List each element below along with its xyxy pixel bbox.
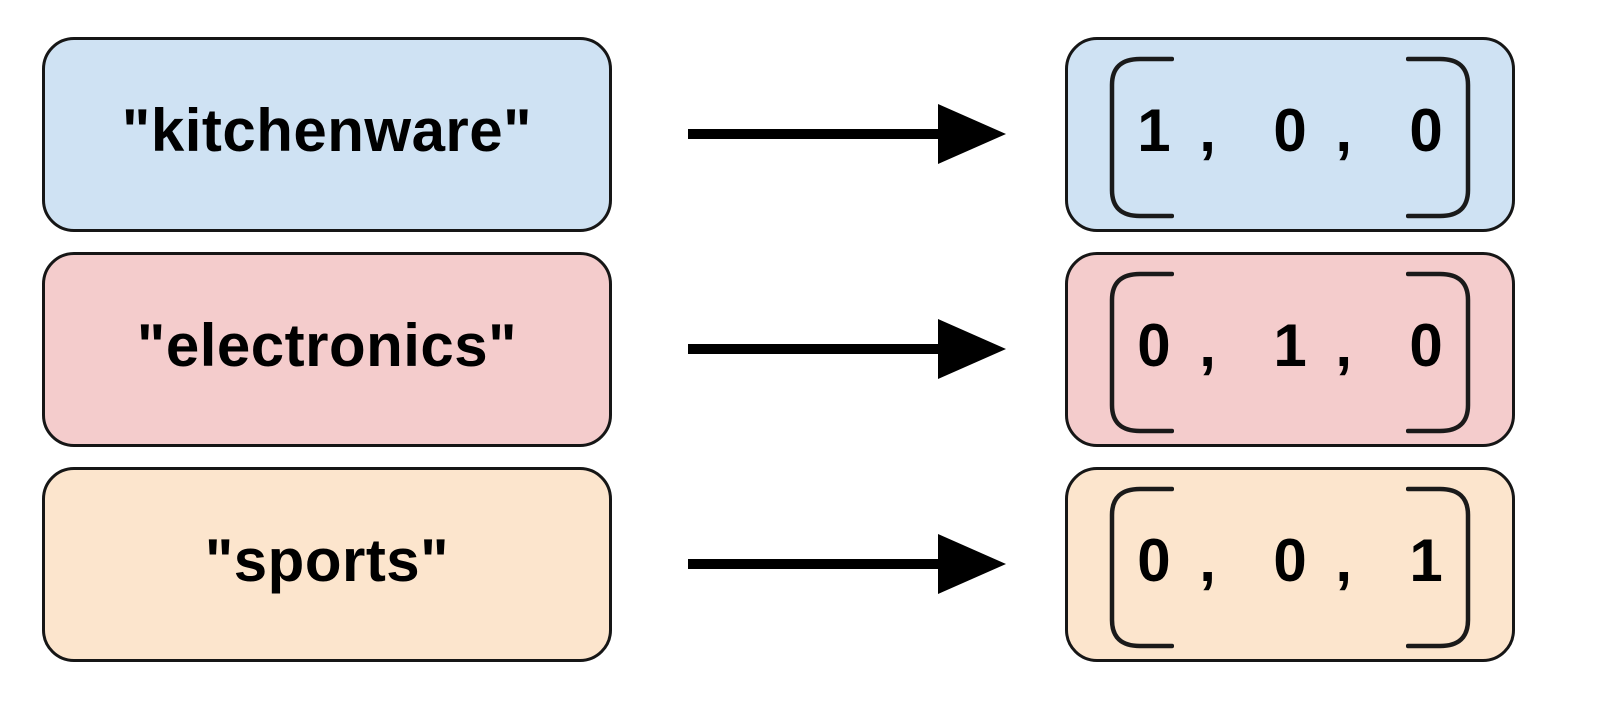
vector-box: 1 , 0 , 0 (1065, 37, 1515, 232)
vector-values: 0 , 1 , 0 (1137, 312, 1443, 379)
category-label-box: "sports" (42, 467, 612, 662)
left-bracket-icon (1109, 486, 1174, 649)
category-label: "kitchenware" (121, 97, 533, 164)
vector-box: 0 , 1 , 0 (1065, 252, 1515, 447)
vector-box: 0 , 0 , 1 (1065, 467, 1515, 662)
category-label-box: "kitchenware" (42, 37, 612, 232)
left-bracket-icon (1109, 271, 1174, 434)
vector-values: 1 , 0 , 0 (1137, 97, 1443, 164)
arrow-right-icon (688, 104, 1006, 164)
right-bracket-icon (1406, 56, 1471, 219)
left-bracket-icon (1109, 56, 1174, 219)
arrow-right-icon (688, 534, 1006, 594)
right-bracket-icon (1406, 271, 1471, 434)
encoding-row: "electronics" 0 , 1 , 0 (0, 252, 1610, 447)
encoding-row: "kitchenware" 1 , 0 , 0 (0, 37, 1610, 232)
category-label-box: "electronics" (42, 252, 612, 447)
right-bracket-icon (1406, 486, 1471, 649)
vector-values: 0 , 0 , 1 (1137, 527, 1443, 594)
category-label: "sports" (204, 527, 450, 594)
category-label: "electronics" (136, 312, 518, 379)
encoding-row: "sports" 0 , 0 , 1 (0, 467, 1610, 662)
arrow-right-icon (688, 319, 1006, 379)
